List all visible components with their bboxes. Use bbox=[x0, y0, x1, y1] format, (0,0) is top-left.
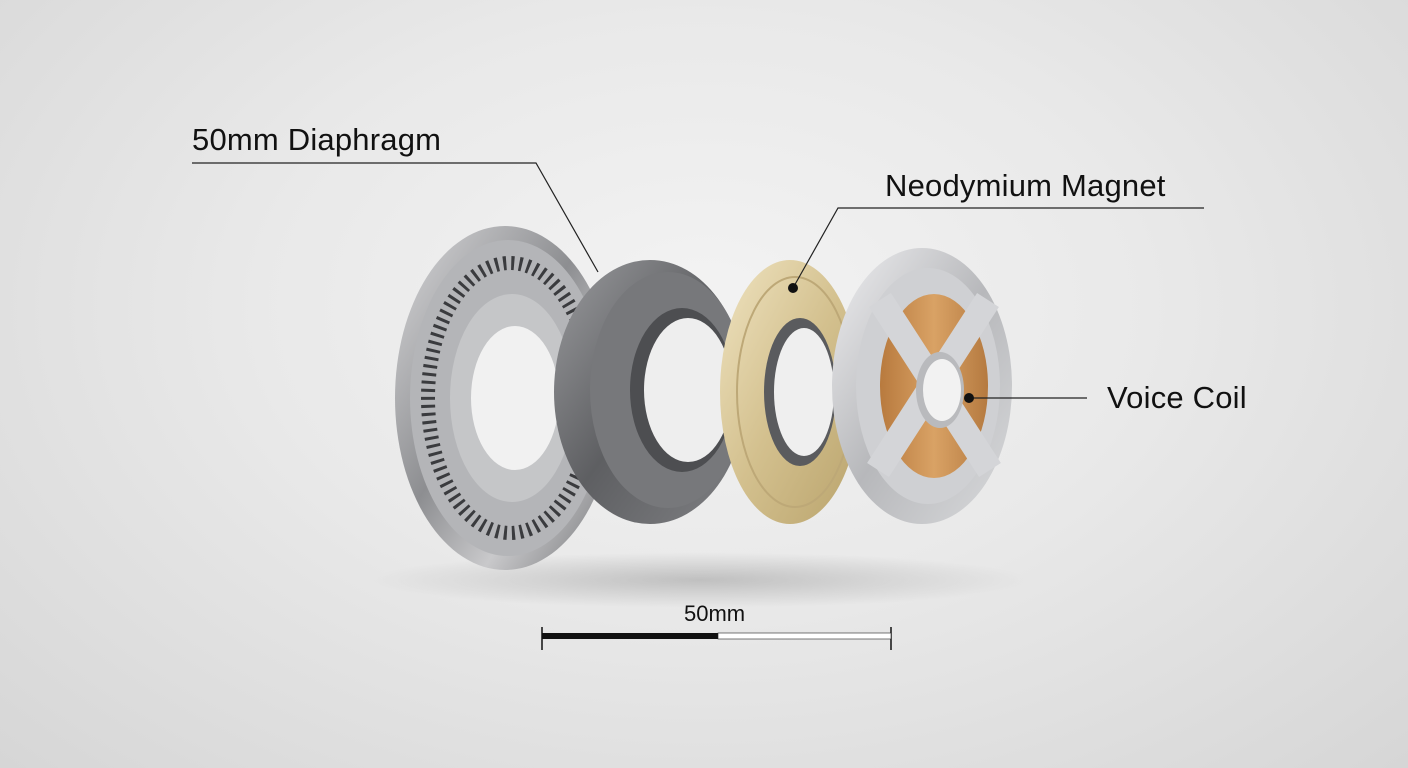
magnet-callout-dot bbox=[788, 283, 798, 293]
magnet-component bbox=[720, 260, 860, 524]
callout-diaphragm-label: 50mm Diaphragm bbox=[192, 122, 442, 157]
magnet-leader-line bbox=[792, 207, 1204, 289]
scale-bar bbox=[541, 627, 892, 650]
scale-bar-label: 50mm bbox=[684, 601, 746, 626]
diaphragm-leader-line bbox=[192, 162, 599, 273]
callout-voice-coil-label: Voice Coil bbox=[1107, 380, 1247, 415]
ground-shadow bbox=[370, 552, 1030, 608]
voice-coil-component bbox=[832, 248, 1012, 524]
callout-magnet-label: Neodymium Magnet bbox=[885, 168, 1166, 203]
voice-coil-callout-dot bbox=[964, 393, 974, 403]
housing-component bbox=[554, 260, 746, 524]
